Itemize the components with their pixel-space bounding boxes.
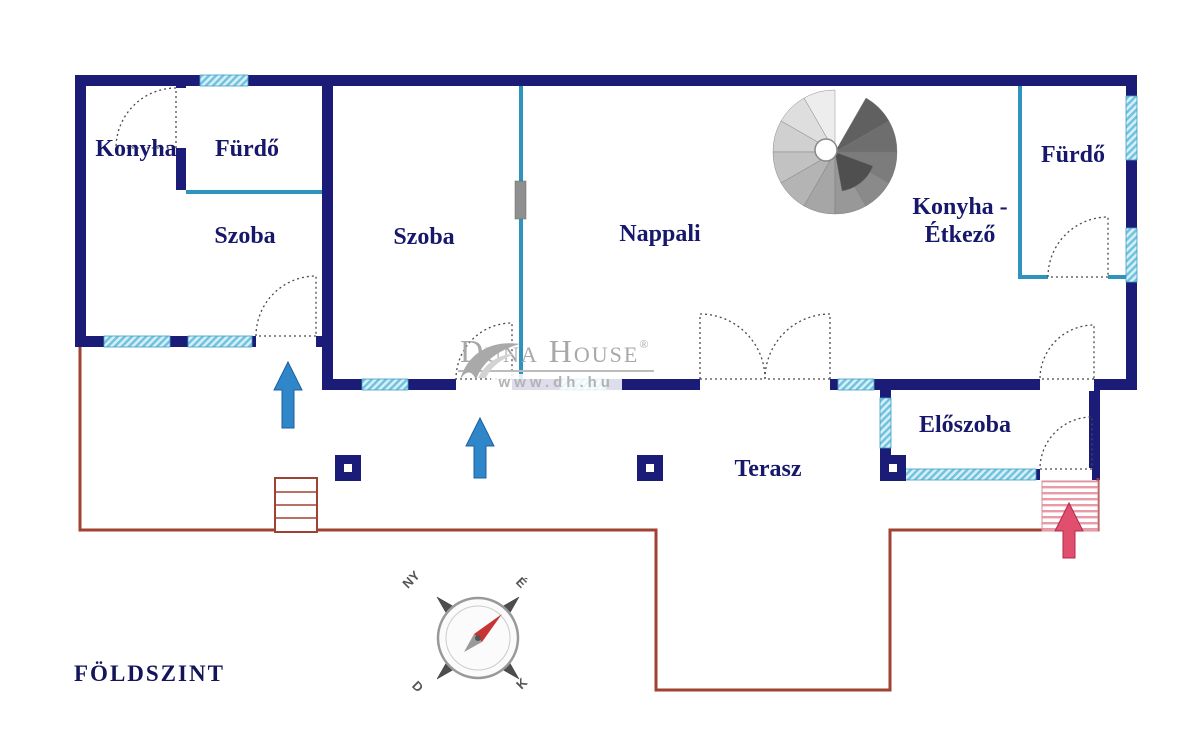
terrace-outline	[78, 347, 1100, 692]
stair-newel	[814, 138, 838, 162]
watermark-url: www.dh.hu	[490, 374, 622, 391]
room-label-konyha-etkezo-line2: Étkező	[924, 222, 996, 248]
room-label-terasz: Terasz	[734, 456, 802, 482]
compass-dial-inner-ring	[445, 605, 511, 671]
terrace-post-core	[889, 464, 897, 472]
terrace-posts	[335, 455, 906, 481]
room-label-furdo-left: Fürdő	[214, 136, 279, 162]
entrance-arrow-blue	[465, 416, 495, 479]
room-label-nappali: Nappali	[619, 221, 701, 247]
door-arc	[1039, 416, 1093, 470]
entrance-arrow-red	[1054, 501, 1084, 559]
room-label-eloszoba: Előszoba	[918, 412, 1011, 438]
entrance-arrows	[273, 360, 1084, 559]
door-opening	[256, 335, 316, 348]
stair-tread	[834, 97, 890, 153]
window	[1125, 227, 1138, 283]
window	[103, 335, 171, 348]
window	[837, 378, 875, 391]
window	[879, 397, 892, 449]
door-leaf	[514, 180, 527, 220]
wall-kitchen-bottom	[890, 379, 1137, 390]
window	[199, 74, 249, 87]
compass-center-dot	[475, 635, 481, 641]
door-arc	[115, 87, 177, 149]
window	[187, 335, 253, 348]
door-opening	[700, 378, 830, 391]
door-arc	[1047, 216, 1109, 278]
window	[1125, 95, 1138, 161]
stair-inner-curl	[834, 151, 874, 192]
watermark: Duna House® www.dh.hu	[458, 334, 655, 391]
room-label-szoba-left: Szoba	[214, 223, 276, 249]
door-arc	[699, 313, 766, 380]
compass-rose	[436, 596, 520, 680]
watermark-text: Duna House® www.dh.hu	[458, 334, 655, 391]
wall-interior-vertical	[322, 86, 333, 390]
door-openings	[174, 88, 1094, 481]
door-opening	[1040, 378, 1094, 391]
room-label-furdo-right: Fürdő	[1040, 142, 1105, 168]
steps-left	[274, 477, 318, 533]
terrace-post-core	[646, 464, 654, 472]
room-label-konyha-etkezo: Konyha - Étkező	[880, 193, 1040, 249]
room-label-konyha-etkezo-line1: Konyha -	[912, 194, 1008, 220]
door-arc	[255, 275, 317, 337]
wall-eloszoba-right	[1089, 390, 1100, 480]
wall-left	[75, 86, 86, 347]
door-opening	[174, 88, 188, 148]
window	[899, 468, 1037, 481]
room-label-szoba-middle: Szoba	[393, 224, 455, 250]
wall-top	[75, 75, 1137, 86]
entrance-arrow-blue	[273, 360, 303, 429]
room-label-konyha: Konyha	[95, 136, 177, 162]
door-arc	[455, 322, 513, 380]
spiral-staircase	[772, 89, 898, 215]
glass-partitions	[186, 86, 1126, 379]
door-arcs	[115, 87, 1109, 470]
door-opening	[1040, 468, 1092, 481]
floor-title: FÖLDSZINT	[74, 661, 225, 686]
window	[361, 378, 409, 391]
terrace-post-core	[344, 464, 352, 472]
compass-needle-north	[474, 614, 502, 642]
registered-mark: ®	[639, 337, 651, 351]
door-arc	[1039, 324, 1095, 380]
watermark-leaf-icon	[460, 343, 520, 380]
door-arc	[764, 313, 831, 380]
